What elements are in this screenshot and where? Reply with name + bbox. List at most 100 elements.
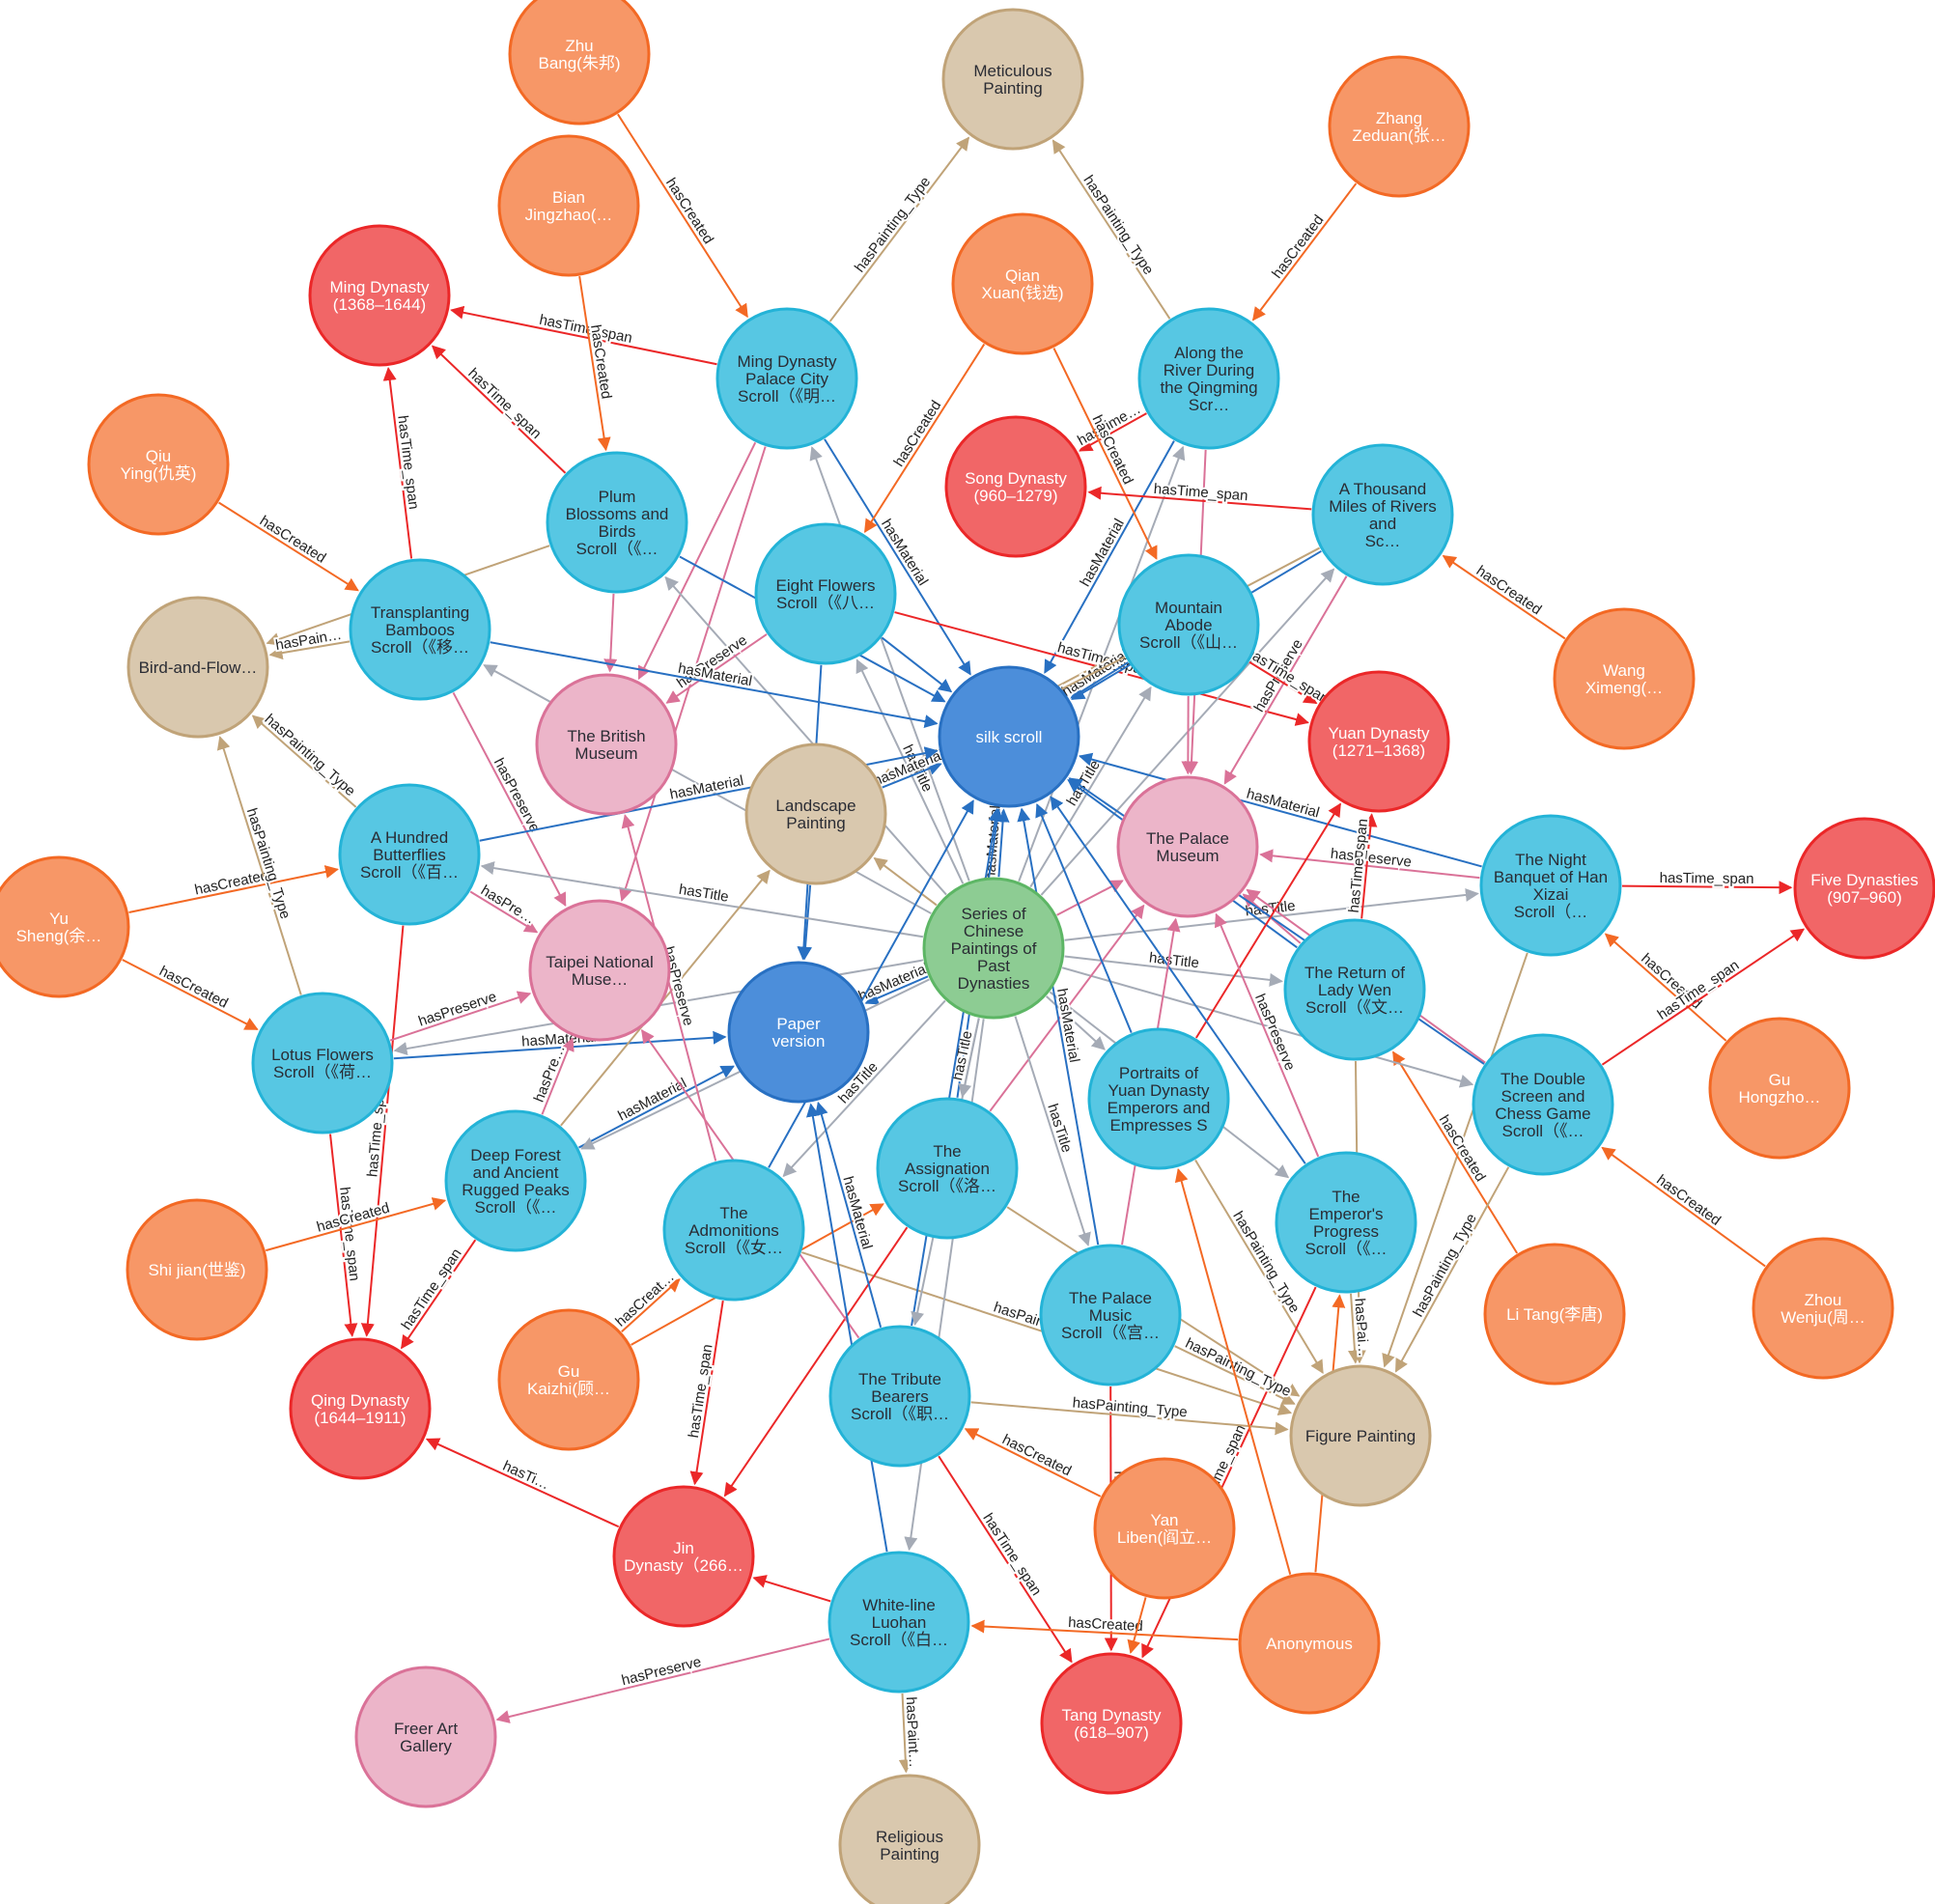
node-circle[interactable] [1483,1243,1626,1386]
node-anonymous[interactable]: Anonymous [1238,1572,1381,1715]
node-circle[interactable] [1087,1027,1230,1170]
node-figure[interactable]: Figure Painting [1289,1364,1432,1507]
node-circle[interactable] [744,742,887,885]
node-palace_music[interactable]: The PalaceMusicScroll（《宫… [1039,1244,1182,1386]
node-admonitions[interactable]: TheAdmonitionsScroll（《女… [662,1159,805,1302]
node-bird_flower[interactable]: Bird-and-Flow… [126,596,269,739]
node-song[interactable]: Song Dynasty(960–1279) [944,415,1087,558]
node-yu_sheng[interactable]: YuSheng(余… [0,855,130,998]
node-circle[interactable] [1311,443,1454,586]
node-circle[interactable] [508,0,651,126]
node-shi_jian[interactable]: Shi jian(世鉴) [126,1198,268,1341]
node-circle[interactable] [1752,1237,1894,1380]
node-five_dynasties[interactable]: Five Dynasties(907–960) [1793,817,1935,960]
node-circle[interactable] [876,1097,1019,1240]
node-circle[interactable] [444,1109,587,1252]
node-circle[interactable] [828,1325,971,1468]
node-bian_jingzhao[interactable]: BianJingzhao(… [497,134,640,277]
node-zhou_wenju[interactable]: ZhouWenju(周… [1752,1237,1894,1380]
node-circle[interactable] [1479,814,1622,957]
node-taipei[interactable]: Taipei NationalMuse… [528,899,671,1042]
node-circle[interactable] [1472,1033,1614,1176]
node-circle[interactable] [1039,1244,1182,1386]
node-circle[interactable] [1238,1572,1381,1715]
node-tribute_bearers[interactable]: The TributeBearersScroll（《职… [828,1325,971,1468]
node-circle[interactable] [754,522,897,665]
node-circle[interactable] [497,1308,640,1451]
node-circle[interactable] [1283,918,1426,1061]
node-eight_flowers[interactable]: Eight FlowersScroll（《八… [754,522,897,665]
node-circle[interactable] [1307,670,1450,813]
node-circle[interactable] [354,1666,497,1808]
node-circle[interactable] [535,673,678,816]
node-circle[interactable] [1275,1151,1417,1294]
node-circle[interactable] [715,307,858,450]
node-ming[interactable]: Ming Dynasty(1368–1644) [308,224,451,367]
node-circle[interactable] [827,1551,970,1694]
node-circle[interactable] [1553,607,1696,750]
node-circle[interactable] [922,877,1065,1020]
node-emperors_progress[interactable]: TheEmperor'sProgressScroll（《… [1275,1151,1417,1294]
node-circle[interactable] [497,134,640,277]
node-circle[interactable] [349,558,491,701]
node-jin[interactable]: JinDynasty（266… [612,1485,755,1628]
node-circle[interactable] [612,1485,755,1628]
node-circle[interactable] [727,961,870,1104]
node-circle[interactable] [838,1774,981,1904]
node-li_tang[interactable]: Li Tang(李唐) [1483,1243,1626,1386]
node-zhang_zeduan[interactable]: ZhangZeduan(张… [1328,55,1471,198]
node-mountain_abode[interactable]: MountainAbodeScroll（《山… [1117,553,1260,696]
node-circle[interactable] [126,1198,268,1341]
node-circle[interactable] [1116,775,1259,918]
node-lotus[interactable]: Lotus FlowersScroll（《荷… [251,992,394,1134]
node-qing[interactable]: Qing Dynasty(1644–1911) [289,1337,432,1480]
node-wang_ximeng[interactable]: WangXimeng(… [1553,607,1696,750]
node-circle[interactable] [546,451,688,594]
node-hundred_butterflies[interactable]: A HundredButterfliesScroll（《百… [338,783,481,926]
node-circle[interactable] [0,855,130,998]
node-circle[interactable] [308,224,451,367]
node-circle[interactable] [951,212,1094,355]
node-gu_hongzhong[interactable]: GuHongzho… [1708,1017,1851,1160]
node-circle[interactable] [1093,1457,1236,1600]
node-circle[interactable] [1793,817,1935,960]
node-circle[interactable] [1708,1017,1851,1160]
node-circle[interactable] [1137,307,1280,450]
node-white_line[interactable]: White-lineLuohanScroll（《白… [827,1551,970,1694]
node-circle[interactable] [126,596,269,739]
node-circle[interactable] [251,992,394,1134]
node-circle[interactable] [944,415,1087,558]
node-circle[interactable] [941,8,1084,151]
node-silk[interactable]: silk scroll [938,665,1080,808]
node-circle[interactable] [662,1159,805,1302]
node-circle[interactable] [1117,553,1260,696]
node-yuan[interactable]: Yuan Dynasty(1271–1368) [1307,670,1450,813]
node-yan_liben[interactable]: YanLiben(阎立… [1093,1457,1236,1600]
node-assignation[interactable]: TheAssignationScroll（《洛… [876,1097,1019,1240]
node-transplanting[interactable]: TransplantingBamboosScroll（《移… [349,558,491,701]
node-circle[interactable] [528,899,671,1042]
node-circle[interactable] [938,665,1080,808]
node-tang[interactable]: Tang Dynasty(618–907) [1040,1652,1183,1795]
node-circle[interactable] [87,393,230,536]
node-circle[interactable] [1328,55,1471,198]
node-circle[interactable] [1040,1652,1183,1795]
